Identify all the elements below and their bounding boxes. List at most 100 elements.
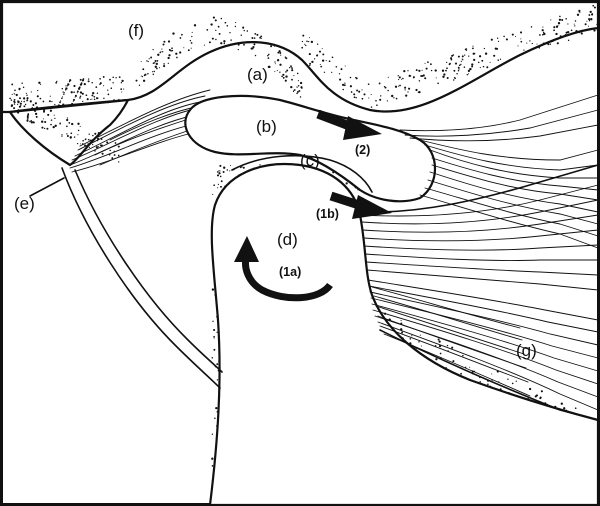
stipple-dot — [486, 66, 489, 69]
stipple-dot — [277, 51, 280, 54]
stipple-dot — [63, 93, 65, 95]
stipple-dot — [445, 69, 447, 72]
stipple-dot — [26, 99, 29, 101]
stipple-dot — [403, 69, 406, 73]
stipple-dot — [549, 43, 552, 45]
stipple-dot — [34, 112, 38, 116]
stipple-dot — [270, 45, 273, 48]
stipple-dot — [343, 84, 346, 87]
stipple-dot — [100, 132, 102, 134]
stipple-dot — [110, 87, 113, 89]
stipple-dot — [171, 49, 174, 52]
stipple-dot — [66, 125, 68, 128]
stipple-dot — [107, 101, 110, 104]
stipple-dot — [460, 63, 462, 66]
stipple-dot — [253, 43, 256, 46]
stipple-dot — [368, 97, 370, 99]
stipple-dot — [103, 97, 105, 100]
stipple-dot — [497, 59, 499, 61]
stipple-dot — [84, 138, 87, 141]
stipple-dot — [361, 89, 363, 91]
stipple-dot — [29, 120, 31, 123]
stipple-dot — [379, 98, 382, 101]
stipple-dot — [206, 29, 209, 31]
stipple-dot — [496, 37, 499, 39]
stipple-dot — [243, 43, 245, 46]
stipple-dot — [91, 98, 93, 100]
stipple-dot — [147, 60, 149, 63]
stipple-dot — [370, 93, 372, 96]
stipple-dot — [273, 45, 276, 47]
stipple-dot — [479, 67, 481, 69]
stipple-dot — [158, 67, 160, 69]
stipple-dot — [61, 134, 63, 136]
stipple-dot — [121, 91, 123, 93]
stipple-dot — [34, 102, 38, 105]
stipple-dot — [425, 67, 428, 70]
stipple-dot — [284, 79, 287, 82]
stipple-dot — [446, 344, 449, 347]
stipple-dot — [102, 75, 105, 78]
stipple-dot — [60, 100, 62, 102]
stipple-dot — [509, 59, 511, 61]
stipple-dot — [565, 31, 568, 34]
stipple-dot — [467, 73, 470, 75]
stipple-dot — [213, 328, 216, 332]
stipple-dot — [584, 23, 587, 26]
stipple-dot — [370, 106, 373, 108]
stipple-dot — [296, 72, 299, 75]
stipple-dot — [241, 166, 243, 168]
stipple-dot — [97, 146, 100, 148]
stipple-dot — [471, 65, 474, 68]
stipple-dot — [83, 83, 86, 86]
stipple-dot — [361, 97, 364, 100]
stipple-dot — [349, 76, 352, 79]
stipple-dot — [375, 99, 377, 102]
posterior-ligament — [61, 167, 223, 389]
stipple-dot — [451, 54, 454, 57]
stipple-dot — [579, 12, 581, 14]
stipple-dot — [211, 465, 214, 467]
stipple-dot — [168, 48, 171, 51]
stipple-dot — [301, 87, 303, 89]
stipple-dot — [404, 89, 406, 91]
stipple-dot — [309, 64, 311, 67]
stipple-dot — [181, 33, 183, 36]
stipple-dot — [441, 69, 445, 72]
stipple-dot — [564, 33, 567, 37]
stipple-dot — [66, 117, 69, 119]
stipple-dot — [179, 51, 182, 54]
stipple-dot — [529, 40, 531, 42]
stipple-dot — [523, 49, 525, 51]
stipple-dot — [267, 54, 269, 57]
stipple-dot — [31, 106, 33, 108]
stipple-dot — [172, 32, 175, 35]
stipple-dot — [274, 61, 276, 63]
stipple-dot — [443, 73, 446, 76]
stipple-dot — [293, 75, 295, 77]
stipple-dot — [237, 48, 239, 51]
stipple-dot — [101, 144, 103, 146]
stipple-dot — [279, 71, 281, 73]
stipple-dot — [411, 335, 413, 337]
stipple-dot — [285, 71, 287, 73]
stipple-dot — [555, 32, 558, 36]
stipple-dot — [567, 39, 570, 42]
stipple-dot — [430, 63, 432, 66]
stipple-dot — [66, 118, 69, 122]
stipple-dot — [18, 87, 21, 90]
stipple-dot — [306, 40, 308, 43]
stipple-dot — [211, 433, 214, 435]
stipple-dot — [91, 81, 93, 84]
stipple-dot — [93, 95, 96, 98]
stipple-dot — [534, 395, 537, 398]
stipple-dot — [299, 81, 303, 85]
stipple-dot — [291, 69, 294, 72]
stipple-dot — [88, 146, 90, 149]
stipple-dot — [557, 25, 559, 27]
stipple-dot — [87, 102, 90, 105]
stipple-dot — [79, 95, 82, 98]
stipple-dot — [590, 18, 593, 21]
stipple-dot — [344, 82, 346, 84]
stipple-dot — [9, 97, 11, 100]
